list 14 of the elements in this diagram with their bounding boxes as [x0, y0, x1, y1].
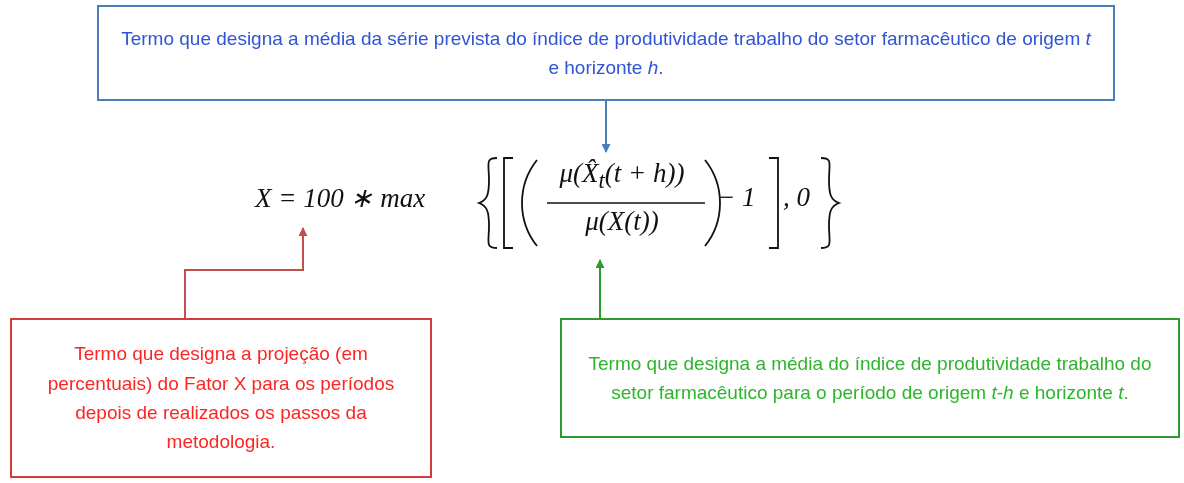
- formula-text: X = 100 ∗ max: [255, 182, 426, 214]
- numerator: μ(X̂$_{t}$(t + h)): [559, 158, 685, 195]
- annotation-text: Termo que designa a média do índice de produtividade trabalho do setor farmacêutico para o período de origem t-h e horizonte t.: [587, 351, 1153, 405]
- formula-text: − 1: [717, 182, 756, 213]
- annotation-text: Termo que designa a média da série prevista do índice de produtividade trabalho do setor farmacêutico de origem te horizonte h.: [120, 26, 1093, 80]
- annotation-box: [10, 318, 432, 478]
- arrow: [595, 259, 605, 319]
- annotation-box: [97, 5, 1115, 101]
- formula-text: , 0: [783, 182, 810, 213]
- annotation-text: Termo que designa a projeção (em percentuais) do Fator X para os períodos depois de realizados os passos da metodologia.: [46, 342, 396, 455]
- denominator: μ(X(t)): [585, 206, 659, 237]
- arrow: [184, 227, 308, 319]
- arrow: [601, 100, 611, 153]
- annotation-box: [560, 318, 1180, 438]
